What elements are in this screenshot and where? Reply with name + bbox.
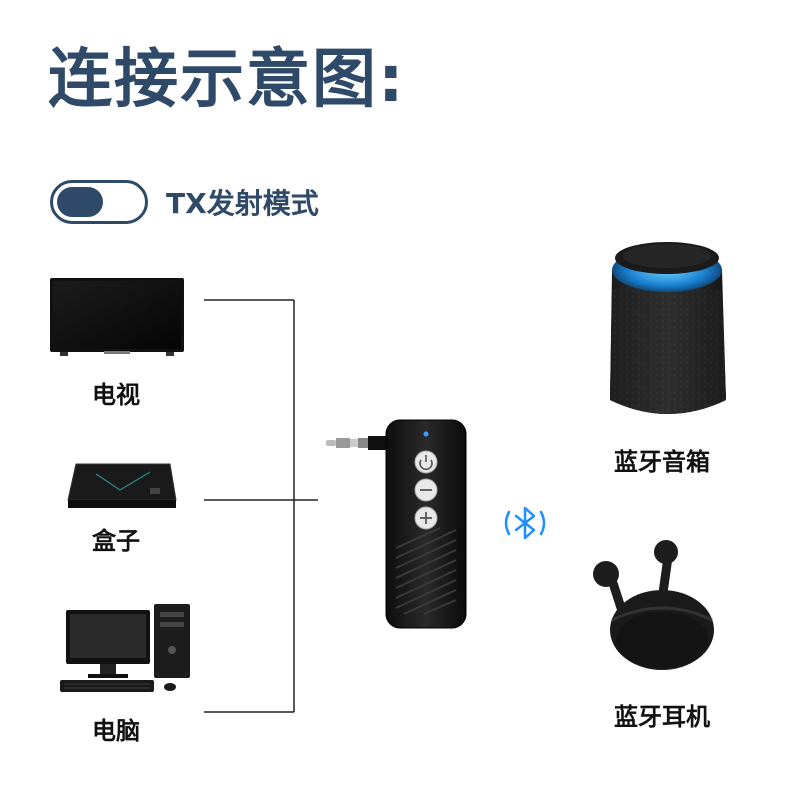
set-top-box-icon: [67, 463, 177, 508]
tv-icon: [50, 278, 184, 356]
mode-toggle[interactable]: [50, 180, 148, 224]
bluetooth-transmitter-icon: [326, 419, 467, 629]
source-label-computer: 电脑: [92, 717, 140, 745]
plus-icon: [414, 506, 438, 530]
bluetooth-earbuds-icon: [593, 540, 714, 670]
power-icon: [414, 450, 438, 474]
source-label-box: 盒子: [92, 527, 140, 555]
mode-label: TX发射模式: [166, 187, 319, 220]
desktop-computer-icon: [60, 604, 190, 692]
target-label-earbuds: 蓝牙耳机: [614, 703, 710, 731]
page-title: 连接示意图:: [48, 43, 406, 117]
toggle-knob: [57, 187, 103, 217]
target-label-speaker: 蓝牙音箱: [614, 448, 710, 476]
minus-icon: [414, 478, 438, 502]
bluetooth-speaker-icon: [610, 242, 726, 414]
connector-lines: [204, 299, 318, 713]
source-label-tv: 电视: [92, 381, 140, 409]
bluetooth-icon: [504, 506, 546, 540]
